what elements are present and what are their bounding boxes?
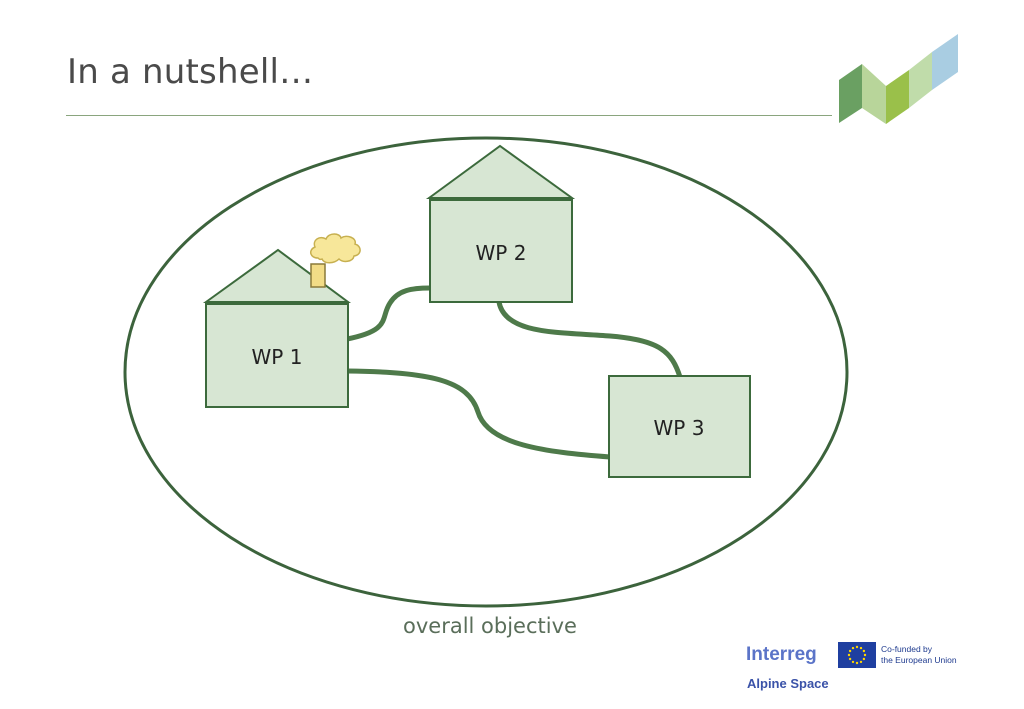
logo-shape-light-blue [932, 34, 958, 90]
wp1-label: WP 1 [252, 345, 303, 369]
wp3-house: WP 3 [608, 375, 751, 478]
logo-shape-mid-green [886, 70, 909, 124]
wp3-label: WP 3 [654, 416, 705, 440]
wp2-roof [425, 144, 576, 199]
logo-shape-light-green [862, 64, 886, 124]
eu-line-2: the European Union [881, 655, 957, 665]
logo-shape-dark-green [839, 64, 862, 123]
program-logo-icon [839, 34, 958, 124]
wp1-chimney [310, 263, 326, 288]
overall-objective-caption: overall objective [403, 614, 577, 638]
interreg-wordmark: Interreg [746, 644, 817, 665]
wp2-box [429, 199, 573, 303]
eu-cofunded-text: Co-funded by the European Union [881, 644, 957, 666]
wp3-box [608, 375, 751, 478]
wp1-box [205, 303, 349, 408]
alpine-space-wordmark: Alpine Space [747, 676, 829, 691]
objective-ellipse [123, 136, 849, 608]
title-divider [66, 115, 832, 116]
connector-wp2-wp3 [496, 301, 683, 378]
logo-shape-pale-green [909, 52, 932, 108]
smoke-cloud-icon [310, 233, 361, 264]
slide-title: In a nutshell… [67, 52, 314, 92]
wp2-label: WP 2 [476, 241, 527, 265]
connector-wp1-wp2 [346, 285, 431, 342]
wp2-house: WP 2 [425, 144, 576, 303]
eu-flag-icon [838, 642, 876, 668]
wp1-house: WP 1 [202, 233, 361, 408]
connector-wp1-wp3 [346, 368, 611, 460]
eu-line-1: Co-funded by [881, 644, 933, 654]
